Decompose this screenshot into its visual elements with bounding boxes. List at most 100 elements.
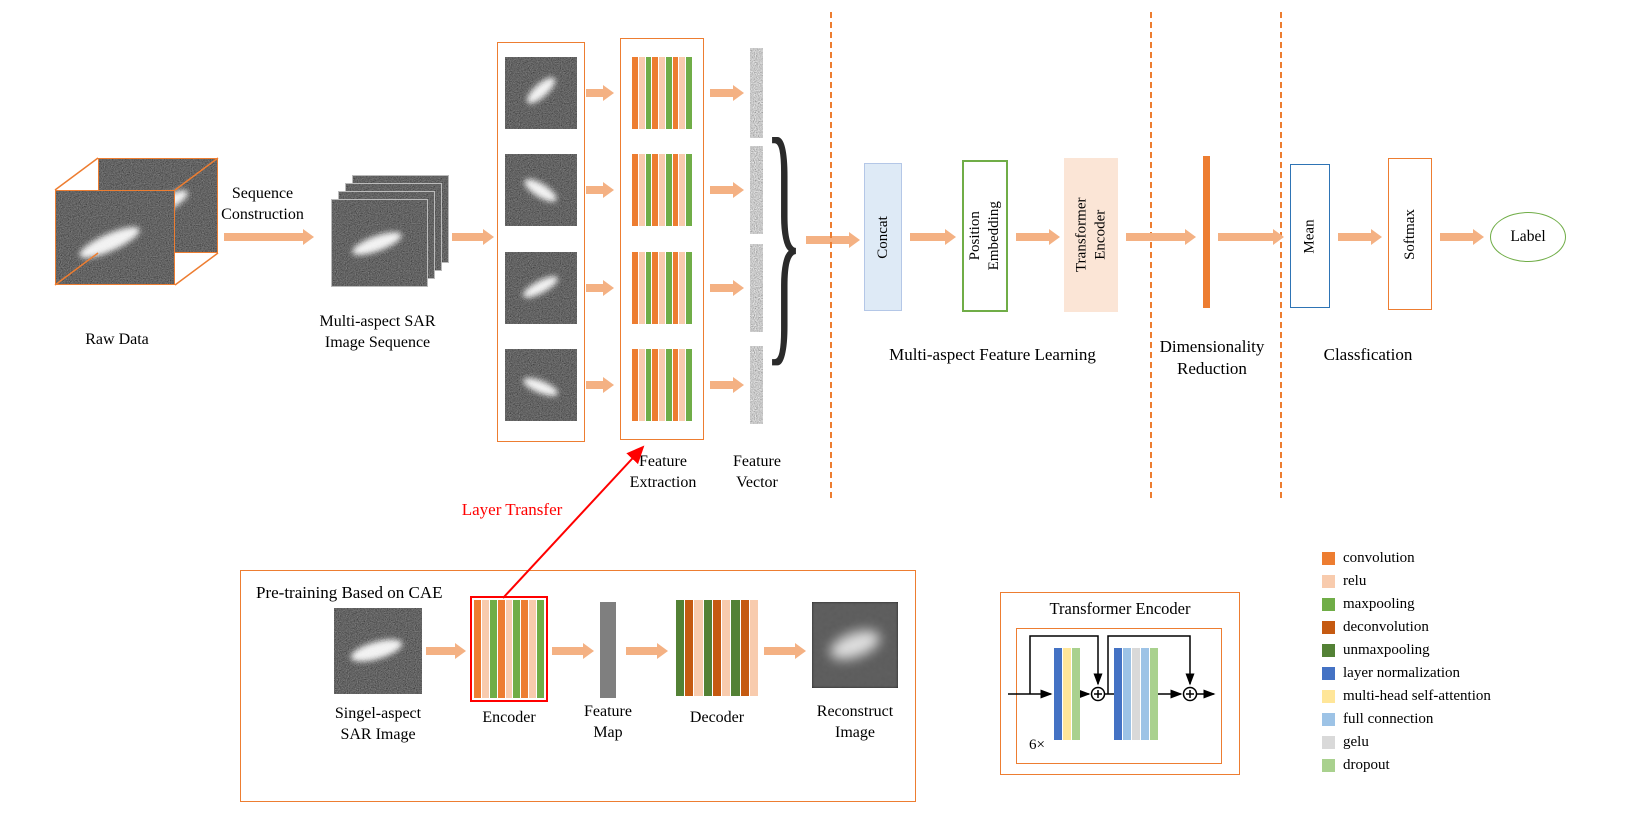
flow-arrow	[1440, 229, 1484, 245]
layer-relu	[529, 600, 537, 698]
layer-convolution	[474, 600, 481, 698]
legend-label: layer normalization	[1343, 665, 1461, 681]
cnn-block-1	[632, 57, 693, 129]
layer-layer-normalization	[1054, 648, 1062, 740]
softmax-label: Softmax	[1401, 208, 1418, 260]
layer-full-connection	[1141, 648, 1149, 740]
stack-image-front	[331, 199, 428, 287]
transformer-encoder-box: Transformer Encoder	[1064, 158, 1118, 312]
layer-relu	[722, 600, 731, 696]
sequence-image-4	[505, 349, 577, 421]
decoder-label: Decoder	[689, 709, 745, 726]
layer-convolution	[652, 349, 659, 421]
raw-data-label: Raw Data	[85, 331, 149, 348]
layer-deconvolution	[685, 600, 694, 696]
layer-maxpooling	[665, 57, 672, 129]
legend-swatch	[1322, 575, 1335, 588]
concat-box: Concat	[864, 163, 902, 311]
legend-swatch	[1322, 644, 1335, 657]
speckle-texture	[750, 146, 763, 234]
reconstruct-label: Reconstruct Image	[816, 703, 894, 741]
legend-item: unmaxpooling	[1322, 643, 1491, 658]
layer-deconvolution	[712, 600, 722, 696]
legend-label: full connection	[1343, 711, 1434, 727]
transformer-detail-title: Transformer Encoder	[1049, 599, 1191, 618]
layer-deconvolution	[740, 600, 749, 696]
layer-maxpooling	[645, 154, 652, 226]
feature-vector-label: Feature Vector	[733, 453, 781, 491]
layer-maxpooling	[665, 154, 672, 226]
cae-title: Pre-training Based on CAE	[256, 583, 443, 602]
softmax-box: Softmax	[1388, 158, 1432, 310]
speckle-texture	[750, 346, 763, 424]
flow-arrow	[710, 85, 744, 101]
label-ellipse: Label	[1490, 212, 1566, 262]
layer-relu	[679, 349, 686, 421]
transformer-sublayer-1	[1054, 648, 1080, 740]
legend-label: convolution	[1343, 550, 1415, 566]
position-embedding-label: Position Embedding	[967, 201, 1002, 271]
layer-layer-normalization	[1114, 648, 1122, 740]
layer-convolution	[672, 57, 679, 129]
section-divider	[1280, 12, 1282, 498]
legend-item: relu	[1322, 574, 1491, 589]
layer-convolution	[672, 252, 679, 324]
grouping-brace-icon	[766, 86, 802, 394]
mean-label: Mean	[1301, 218, 1318, 254]
layer-convolution	[521, 600, 529, 698]
speckle-texture	[750, 48, 763, 138]
position-embedding-box: Position Embedding	[962, 160, 1008, 312]
layer-convolution	[497, 600, 505, 698]
legend-swatch	[1322, 713, 1335, 726]
legend-label: dropout	[1343, 757, 1390, 773]
layer-maxpooling	[645, 252, 652, 324]
flow-arrow	[626, 643, 668, 659]
layer-maxpooling	[686, 252, 693, 324]
layer-maxpooling	[686, 57, 693, 129]
layer-convolution	[632, 349, 638, 421]
layer-maxpooling	[537, 600, 545, 698]
classification-label: Classfication	[1323, 345, 1413, 364]
legend-item: dropout	[1322, 758, 1491, 773]
legend-swatch	[1322, 736, 1335, 749]
layer-relu	[749, 600, 758, 696]
legend-label: maxpooling	[1343, 596, 1415, 612]
layer-transfer-label: Layer Transfer	[461, 500, 563, 519]
legend-swatch	[1322, 759, 1335, 772]
sequence-image-1	[505, 57, 577, 129]
output-label: Label	[1510, 228, 1546, 245]
cae-encoder-block	[474, 600, 545, 698]
feature-extraction-label: Feature Extraction	[629, 453, 697, 491]
transformer-detail-inner-box	[1016, 628, 1222, 764]
layer-convolution	[672, 349, 679, 421]
reduced-feature-bar	[1203, 156, 1210, 308]
mean-box: Mean	[1290, 164, 1330, 308]
cnn-block-2	[632, 154, 693, 226]
flow-arrow	[1016, 229, 1060, 245]
feature-vector-3	[750, 244, 763, 332]
legend-item: full connection	[1322, 712, 1491, 727]
transformer-sublayer-2	[1114, 648, 1158, 740]
feature-extraction-box	[620, 38, 704, 440]
feature-map-bar	[600, 602, 616, 698]
layer-convolution	[672, 154, 679, 226]
layer-relu	[659, 154, 665, 226]
layer-relu	[638, 252, 645, 324]
layer-full-connection	[1123, 648, 1131, 740]
layer-relu	[659, 349, 665, 421]
flow-arrow	[1218, 229, 1284, 245]
layer-dropout	[1072, 648, 1080, 740]
layer-relu	[638, 57, 645, 129]
image-sequence-box	[497, 42, 585, 442]
legend-item: maxpooling	[1322, 597, 1491, 612]
layer-unmaxpooling	[703, 600, 712, 696]
layer-relu	[638, 154, 645, 226]
flow-arrow	[224, 229, 314, 245]
single-aspect-label: Singel-aspect SAR Image	[334, 705, 422, 743]
feature-vector-2	[750, 146, 763, 234]
layer-relu	[481, 600, 489, 698]
layer-dropout	[1150, 648, 1158, 740]
flow-arrow	[710, 280, 744, 296]
sequence-image-2	[505, 154, 577, 226]
